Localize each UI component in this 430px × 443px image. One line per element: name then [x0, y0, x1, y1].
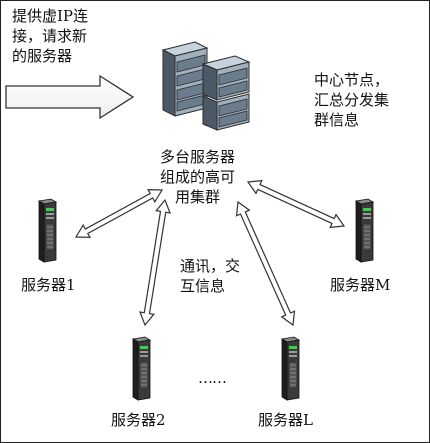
client-note-line-2: 接，请求新 [12, 27, 88, 45]
central-note-line-2: 汇总分发集 [314, 91, 390, 109]
server-tower-icon [37, 198, 58, 263]
rack-unit-right-bottom [202, 93, 250, 131]
server-tower-icon [131, 336, 152, 401]
server-tower-icon [354, 198, 375, 263]
client-note-line-3: 的服务器 [12, 47, 73, 65]
cluster-label-line-2: 组成的高可 [160, 168, 236, 186]
server-1-label: 服务器1 [21, 276, 76, 294]
link-cluster-server-1 [74, 188, 164, 239]
server-l-label: 服务器L [258, 411, 313, 429]
server-tower-icon [280, 336, 301, 401]
server-m-label: 服务器M [330, 276, 391, 294]
central-note-line-3: 群信息 [314, 111, 360, 129]
central-node-note: 中心节点， 汇总分发集 群信息 [314, 70, 389, 130]
cluster-label: 多台服务器 组成的高可 用集群 [160, 147, 235, 207]
client-note: 提供虚IP连 接，请求新 的服务器 [12, 6, 88, 66]
communication-note: 通讯，交 互信息 [180, 256, 240, 296]
cluster-label-line-1: 多台服务器 [160, 148, 236, 166]
cluster-label-line-3: 用集群 [175, 188, 221, 206]
central-note-line-1: 中心节点， [314, 71, 390, 89]
comm-note-line-2: 互信息 [180, 277, 226, 295]
comm-note-line-1: 通讯，交 [180, 257, 241, 275]
server-cluster-icon [161, 41, 251, 131]
link-cluster-server-l [235, 200, 296, 327]
request-arrow [5, 74, 135, 120]
link-cluster-server-2 [139, 198, 171, 327]
server-1-node [36, 198, 58, 268]
server-m-node [353, 198, 375, 268]
link-cluster-server-m [246, 179, 346, 229]
rack-unit-left [161, 41, 209, 117]
server-2-node [130, 336, 152, 406]
rack-unit-right-top [201, 55, 251, 101]
server-2-label: 服务器2 [111, 411, 166, 429]
server-l-node [279, 336, 301, 406]
ellipsis-text: …… [198, 369, 227, 387]
client-note-line-1: 提供虚IP连 [12, 7, 89, 25]
